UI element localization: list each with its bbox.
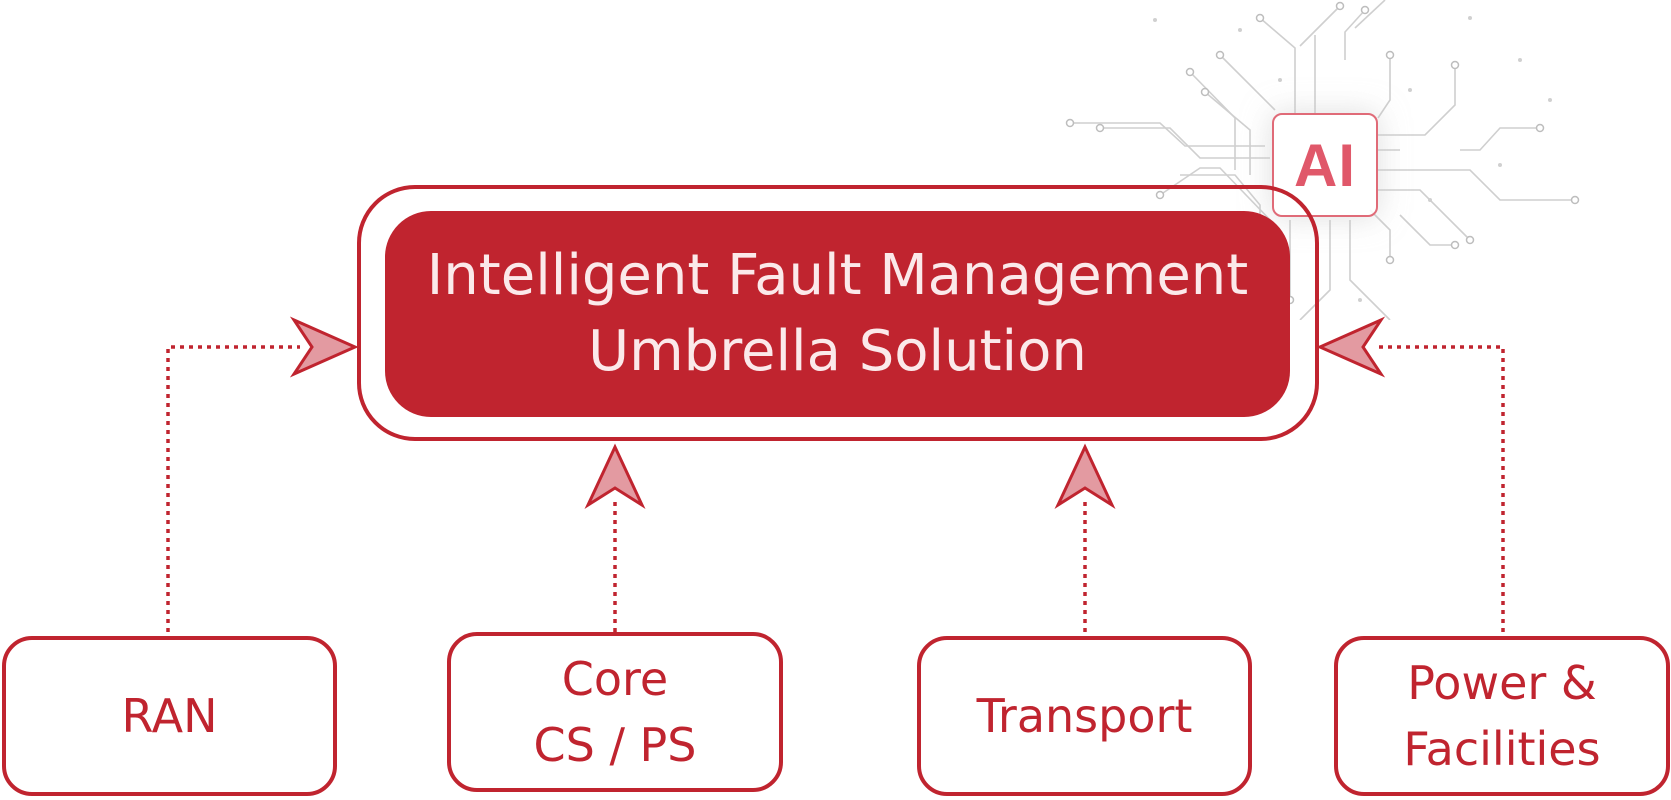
umbrella-solution-frame (357, 185, 1319, 441)
arrow-power (1316, 316, 1386, 378)
source-box-ran: RAN (2, 636, 337, 796)
umbrella-solution-box: Intelligent Fault Management Umbrella So… (385, 211, 1290, 417)
umbrella-title-line1: Intelligent Fault Management (426, 243, 1249, 308)
source-box-core: Core CS / PS (447, 632, 783, 792)
connector-ran (166, 345, 300, 632)
source-box-transport: Transport (917, 636, 1252, 796)
ai-label: AI (1294, 131, 1356, 199)
arrow-ran (289, 316, 359, 378)
connector-power (1375, 345, 1505, 632)
arrow-core (584, 443, 646, 509)
source-label-line2: Facilities (1403, 722, 1601, 776)
source-label-line1: RAN (121, 689, 218, 743)
source-label-line2: CS / PS (533, 718, 697, 772)
source-label-line1: Power & (1407, 656, 1597, 710)
arrow-transport (1054, 443, 1116, 509)
source-label-line1: Core (561, 652, 669, 706)
source-label-line1: Transport (976, 689, 1193, 743)
umbrella-title-line2: Umbrella Solution (588, 319, 1087, 384)
source-box-power: Power & Facilities (1334, 636, 1670, 796)
